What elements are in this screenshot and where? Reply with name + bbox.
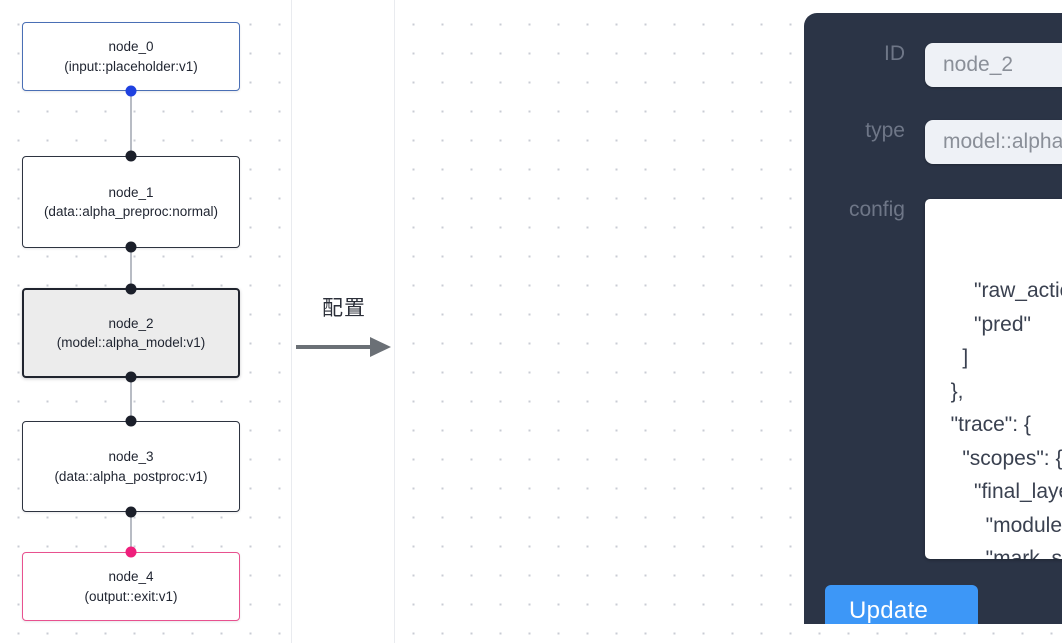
node-port-node_2-in[interactable] — [125, 283, 137, 295]
config-field-label: config — [848, 198, 905, 221]
field-row-config: config "raw_action", "pred" ] }, "trace"… — [804, 199, 1062, 559]
edge-node1-node2[interactable] — [130, 246, 133, 296]
edge-node0-node1[interactable] — [130, 90, 133, 158]
edge-node3-node4[interactable] — [130, 511, 133, 551]
graph-node-node_3[interactable]: node_3 (data::alpha_postproc:v1) — [22, 421, 240, 512]
graph-node-node_4[interactable]: node_4 (output::exit:v1) — [22, 552, 240, 621]
node-port-node_2-out[interactable] — [125, 371, 137, 383]
node-id-label: node_0 — [108, 39, 154, 55]
type-field-label: type — [865, 119, 905, 142]
node-type-label: (input::placeholder:v1) — [64, 58, 198, 74]
node-port-node_1-out[interactable] — [125, 241, 137, 253]
arrow-right-icon — [296, 337, 391, 357]
graph-node-node_1[interactable]: node_1 (data::alpha_preproc:normal) — [22, 156, 240, 248]
graph-node-node_0[interactable]: node_0 (input::placeholder:v1) — [22, 22, 240, 91]
inspector-canvas[interactable]: ID node_2 type model::alpha_model:v1 con… — [394, 0, 1062, 643]
node-inspector-panel: ID node_2 type model::alpha_model:v1 con… — [804, 13, 1062, 624]
type-input[interactable]: model::alpha_model:v1 — [925, 120, 1062, 164]
node-id-label: node_1 — [108, 184, 154, 200]
config-textarea-text: "raw_action", "pred" ] }, "trace": { "sc… — [950, 279, 1062, 559]
node-type-label: (output::exit:v1) — [84, 588, 178, 604]
node-type-label: (data::alpha_preproc:normal) — [43, 204, 219, 219]
transition-annotation: 配置 — [296, 292, 392, 362]
node-type-label: (data::alpha_postproc:v1) — [54, 468, 208, 484]
id-input[interactable]: node_2 — [925, 43, 1062, 87]
node-port-node_3-out[interactable] — [125, 506, 137, 518]
node-id-label: node_2 — [108, 315, 154, 331]
update-button[interactable]: Update — [825, 585, 978, 624]
field-row-type: type model::alpha_model:v1 — [804, 120, 1062, 164]
node-port-node_3-in[interactable] — [125, 415, 137, 427]
field-row-id: ID node_2 — [804, 43, 1062, 87]
node-type-label: (model::alpha_model:v1) — [56, 335, 206, 350]
config-textarea[interactable]: "raw_action", "pred" ] }, "trace": { "sc… — [925, 199, 1062, 559]
transition-label: 配置 — [322, 296, 366, 320]
graph-canvas[interactable]: node_0 (input::placeholder:v1) node_1 (d… — [0, 0, 292, 643]
node-id-label: node_4 — [108, 569, 154, 585]
edge-node2-node3[interactable] — [130, 376, 133, 421]
node-port-node_4-in[interactable] — [125, 546, 137, 558]
node-port-node_0-out[interactable] — [125, 85, 137, 97]
id-field-label: ID — [884, 42, 905, 65]
node-port-node_1-in[interactable] — [125, 150, 137, 162]
graph-node-node_2[interactable]: node_2 (model::alpha_model:v1) — [22, 288, 240, 378]
node-id-label: node_3 — [108, 449, 154, 465]
